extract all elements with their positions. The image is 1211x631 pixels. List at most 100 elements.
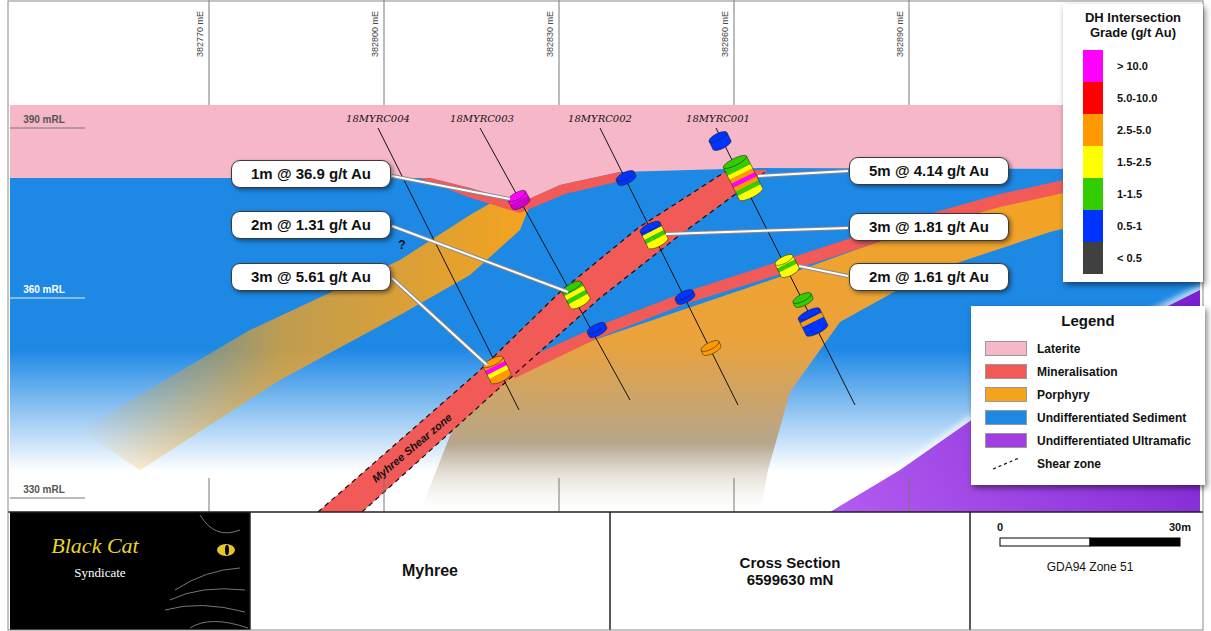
intersection-cylinder	[639, 219, 670, 251]
legend-row: > 10.0	[1083, 50, 1203, 82]
legend-line-sample	[985, 456, 1027, 471]
grade-callout: 2m @ 1.61 g/t Au	[849, 263, 1009, 291]
intersection-cylinder	[506, 188, 531, 212]
legend-row: 1-1.5	[1083, 178, 1203, 210]
grade-text: 2m @ 1.61 g/t Au	[869, 268, 989, 285]
legend-text: 1-1.5	[1117, 188, 1142, 200]
scale-bar	[1090, 538, 1180, 546]
easting-label: 382770 mE	[195, 11, 205, 57]
legend-text: > 10.0	[1117, 60, 1148, 72]
drill-hole	[600, 128, 738, 405]
legend-row: 2.5-5.0	[1083, 114, 1203, 146]
legend-heading-box: Legend	[985, 312, 1191, 337]
legend-text: 0.5-1	[1117, 220, 1142, 232]
legend-text: 2.5-5.0	[1117, 124, 1151, 136]
cat-pupil	[225, 545, 229, 555]
intersection-cylinder	[614, 168, 637, 187]
legend-row: Porphyry	[985, 383, 1191, 406]
grade-callout: 5m @ 4.14 g/t Au	[849, 157, 1009, 185]
elevation-label: 330 mRL	[23, 484, 65, 496]
drill-hole-label: 18MYRC001	[686, 113, 750, 125]
scale-label: 0	[997, 521, 1003, 534]
legend-swatch	[985, 341, 1027, 356]
legend-row: 0.5-1	[1083, 210, 1203, 242]
grade-callout: 3m @ 5.61 g/t Au	[231, 263, 391, 291]
easting-label: 382860 mE	[720, 11, 730, 57]
drill-hole-label: 18MYRC002	[568, 113, 632, 125]
legend-row: 5.0-10.0	[1083, 82, 1203, 114]
grade-callout: 2m @ 1.31 g/t Au	[231, 211, 391, 239]
intersection-cylinder	[797, 305, 830, 338]
legend-swatch	[985, 387, 1027, 402]
legend-row: Laterite	[985, 337, 1191, 360]
grade-text: 2m @ 1.31 g/t Au	[251, 216, 371, 233]
grade-rows: > 10.0 5.0-10.0 2.5-5.0 1.5-2.5 1-1.5 0.5-1 < …	[1063, 50, 1203, 274]
grid-ticks	[10, 0, 909, 512]
legend-text: Porphyry	[1037, 388, 1090, 402]
legend-text: 5.0-10.0	[1117, 92, 1157, 104]
legend-swatch	[1083, 146, 1103, 178]
intersection-cylinder	[482, 354, 513, 386]
cat-whiskers	[165, 515, 248, 628]
legend-swatch	[1083, 114, 1103, 146]
leader-lines	[392, 171, 848, 365]
legend-swatch	[1083, 82, 1103, 114]
porphyry-left	[80, 192, 535, 470]
section-label: Cross Section 6599630 mN	[725, 554, 855, 589]
mineralisation-upper	[420, 172, 625, 213]
legend-row: < 0.5	[1083, 242, 1203, 274]
grade-callout: 3m @ 1.81 g/t Au	[849, 213, 1009, 241]
intersection-cylinder	[791, 290, 814, 309]
drill-hole	[480, 128, 630, 400]
drill-hole	[378, 128, 519, 410]
legend-text: 1.5-2.5	[1117, 156, 1151, 168]
legend-swatch	[985, 364, 1027, 379]
title: Myhree	[402, 562, 458, 580]
legend-swatch	[985, 433, 1027, 448]
legend-swatch	[1083, 210, 1103, 242]
legend-text: Mineralisation	[1037, 365, 1118, 379]
scale-label: 30m	[1169, 521, 1191, 534]
legend-row: 1.5-2.5	[1083, 146, 1203, 178]
legend-text: Laterite	[1037, 342, 1080, 356]
legend-heading-box: DH Intersection Grade (g/t Au)	[1063, 10, 1203, 50]
elevation-label: 360 mRL	[23, 284, 65, 296]
drill-hole	[716, 128, 855, 405]
datum-label: GDA94 Zone 51	[1047, 561, 1134, 575]
easting-label: 382800 mE	[370, 11, 380, 57]
logo-text: Syndicate	[74, 566, 125, 581]
lithology-rows: LateriteMineralisationPorphyryUndifferen…	[985, 337, 1191, 475]
logo-text: Black Cat	[51, 533, 138, 558]
legend-swatch	[1083, 50, 1103, 82]
lithology-legend: LegendLateriteMineralisationPorphyryUndi…	[971, 306, 1205, 485]
intersection-cylinder	[722, 153, 765, 203]
grade-text: 3m @ 1.81 g/t Au	[869, 218, 989, 235]
grade-text: 3m @ 5.61 g/t Au	[251, 268, 371, 285]
drill-hole-label: 18MYRC003	[450, 113, 514, 125]
grade-legend: DH Intersection Grade (g/t Au) > 10.0 5.0-…	[1063, 4, 1203, 282]
drill-holes	[378, 128, 855, 410]
grade-text: 1m @ 36.9 g/t Au	[251, 165, 371, 182]
legend-row: Mineralisation	[985, 360, 1191, 383]
legend-swatch	[1083, 178, 1103, 210]
grade-text: 5m @ 4.14 g/t Au	[869, 162, 989, 179]
cat-eye	[217, 544, 235, 556]
shear-zone-line	[362, 170, 768, 512]
legend-text: Shear zone	[1037, 457, 1101, 471]
intersection-cylinder	[707, 129, 732, 152]
intersection-cylinder	[773, 252, 800, 279]
grade-callout: 1m @ 36.9 g/t Au	[231, 160, 391, 188]
logo-panel	[10, 512, 250, 630]
elevation-label: 390 mRL	[23, 114, 65, 126]
legend-swatch	[1083, 242, 1103, 274]
intersection-cylinder	[585, 320, 608, 340]
legend-text: Undifferentiated Ultramafic	[1037, 434, 1191, 448]
legend-text: < 0.5	[1117, 252, 1142, 264]
intersection-cylinder	[699, 338, 722, 357]
uncertainty-mark: ?	[398, 239, 405, 253]
legend-swatch	[985, 410, 1027, 425]
scale-bar	[1000, 538, 1090, 546]
intersection-cylinder	[673, 287, 696, 306]
title-cell: Myhree	[250, 512, 610, 630]
